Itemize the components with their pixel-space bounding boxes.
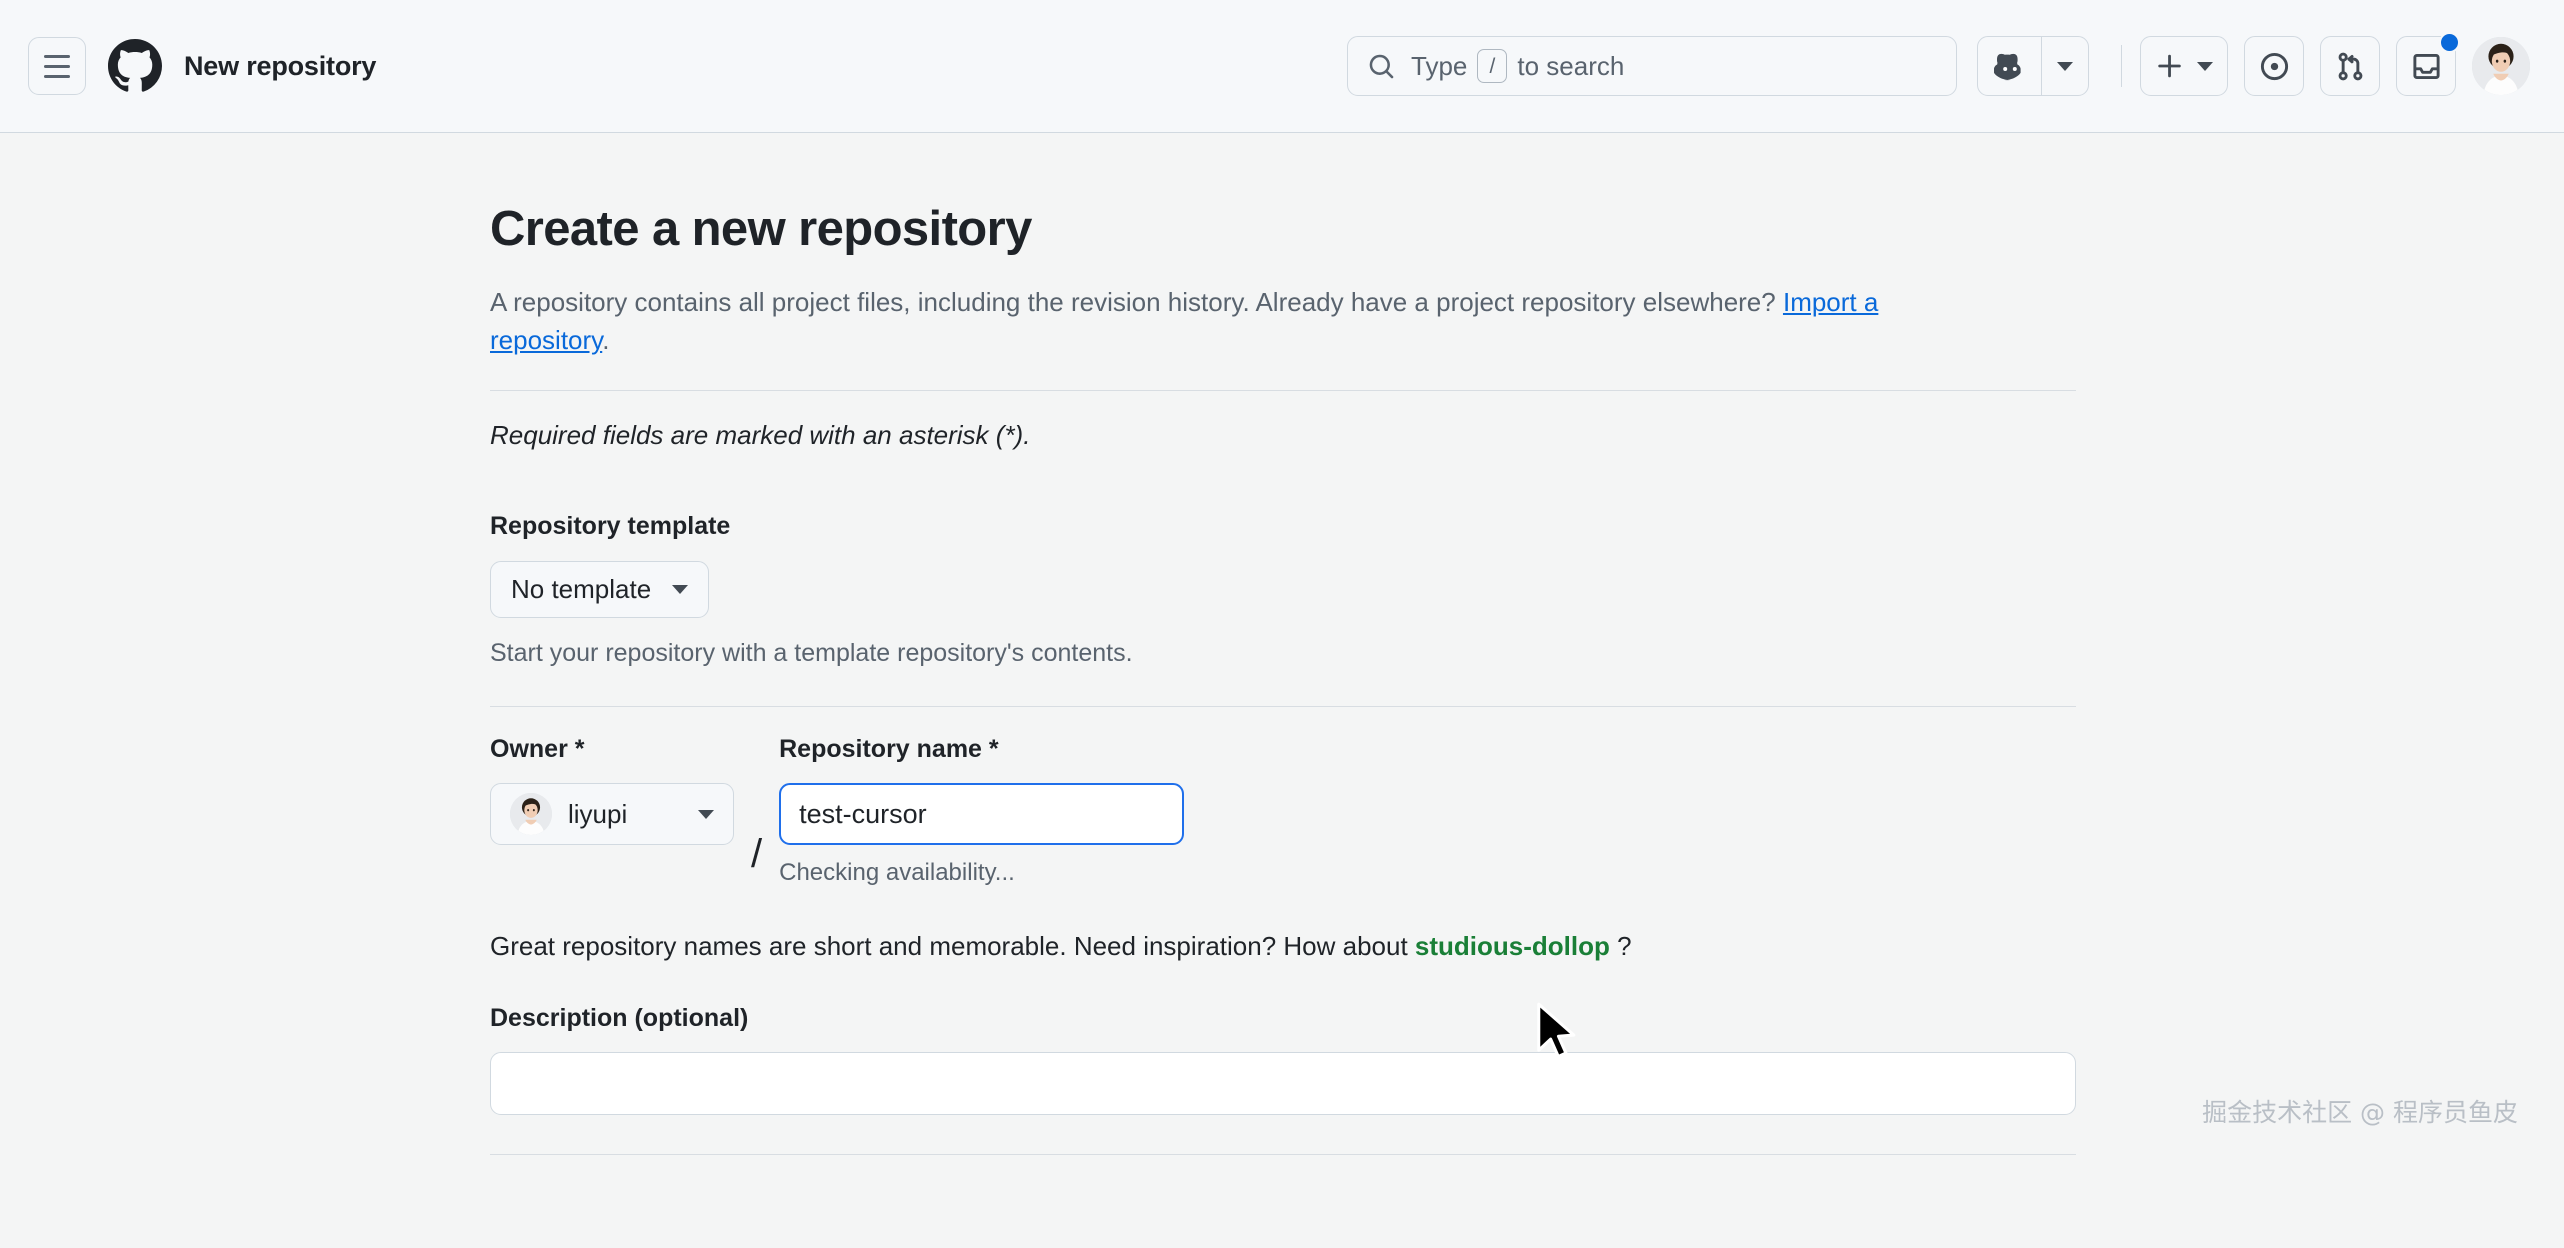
copilot-button-group[interactable] [1977, 36, 2089, 96]
slash-key-badge: / [1477, 49, 1508, 83]
watermark: 掘金技术社区 @ 程序员鱼皮 [2202, 1098, 2518, 1128]
inspiration-text-before: Great repository names are short and mem… [490, 931, 1415, 962]
issue-opened-icon [2260, 52, 2288, 80]
page-description: A repository contains all project files,… [490, 283, 1960, 359]
repository-name-inspiration: Great repository names are short and mem… [490, 931, 2076, 962]
chevron-down-icon [698, 809, 714, 819]
hamburger-bar [44, 64, 70, 68]
header-left-group: New repository [28, 37, 376, 95]
repository-template-label: Repository template [490, 512, 731, 541]
page-title: New repository [184, 50, 377, 81]
repository-name-input[interactable] [779, 783, 1185, 846]
lede-text-before: A repository contains all project files,… [490, 287, 1783, 317]
git-pull-request-icon [2338, 52, 2362, 80]
repository-name-label: Repository name * [779, 735, 999, 764]
chevron-down-icon [2197, 61, 2213, 71]
description-optional-text: (optional) [634, 1004, 749, 1033]
divider-1 [490, 390, 2076, 392]
notification-unread-badge [2439, 32, 2460, 53]
hamburger-bar [44, 74, 70, 78]
search-placeholder: Type / to search [1411, 49, 1624, 83]
owner-avatar [510, 793, 552, 836]
repository-name-status: Checking availability... [779, 859, 1015, 887]
github-logo-icon[interactable] [108, 39, 162, 93]
owner-name-separator: / [751, 832, 763, 877]
chevron-down-icon [2057, 61, 2073, 71]
required-fields-note: Required fields are marked with an aster… [490, 420, 1031, 451]
search-suffix: to search [1517, 50, 1625, 81]
owner-and-name-row: Owner * liyup [490, 735, 2076, 887]
main-content: Create a new repository A repository con… [0, 133, 2564, 1156]
chevron-down-icon [672, 585, 689, 595]
owner-field: Owner * liyup [490, 735, 734, 846]
description-label-text: Description [490, 1004, 635, 1033]
header-divider [2121, 45, 2122, 87]
description-label: Description (optional) [490, 1004, 2076, 1033]
inbox-icon [2412, 53, 2440, 79]
import-repository-link[interactable]: Import a repository [490, 287, 1879, 356]
global-header: New repository Type / to search [0, 0, 2564, 133]
search-icon [1369, 54, 1394, 78]
search-prefix: Type [1411, 50, 1468, 81]
description-input[interactable] [490, 1052, 2076, 1116]
notifications-button[interactable] [2396, 32, 2460, 96]
repository-name-field: Repository name * Checking availability.… [779, 735, 1185, 887]
copilot-icon[interactable] [1978, 37, 2042, 95]
hamburger-bar [44, 54, 70, 58]
hamburger-menu-icon[interactable] [28, 37, 86, 95]
lede-text-after: . [602, 325, 610, 356]
new-repository-form: Create a new repository A repository con… [490, 201, 2076, 1156]
divider-3 [490, 1154, 2076, 1156]
plus-icon [2158, 54, 2181, 78]
page-heading: Create a new repository [490, 202, 1032, 256]
repository-template-value: No template [511, 574, 652, 605]
issues-button[interactable] [2244, 36, 2304, 96]
owner-label: Owner * [490, 735, 585, 764]
repository-template-select[interactable]: No template [490, 561, 710, 619]
suggested-repository-name[interactable]: studious-dollop [1414, 931, 1610, 962]
header-right-group: Type / to search [1347, 32, 2530, 96]
create-new-button[interactable] [2140, 36, 2228, 96]
pull-requests-button[interactable] [2320, 36, 2380, 96]
avatar[interactable] [2472, 37, 2530, 95]
owner-value: liyupi [568, 798, 628, 829]
owner-select[interactable]: liyupi [490, 783, 734, 846]
repository-template-helper: Start your repository with a template re… [490, 639, 1133, 668]
inspiration-text-after: ? [1609, 931, 1632, 962]
copilot-chevron-down-icon[interactable] [2042, 37, 2088, 95]
divider-2 [490, 706, 2076, 708]
search-input[interactable]: Type / to search [1347, 36, 1957, 96]
